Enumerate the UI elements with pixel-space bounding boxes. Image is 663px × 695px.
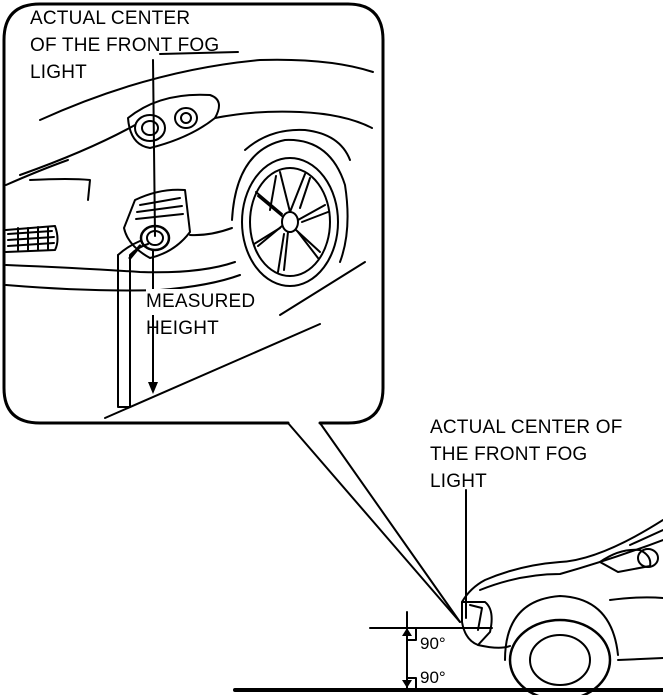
main-fog-center-label-line1: ACTUAL CENTER OF xyxy=(430,417,623,438)
main-fog-center-label-line2: THE FRONT FOG xyxy=(430,444,588,465)
main-height-dimension xyxy=(369,611,493,691)
callout-bubble xyxy=(2,2,461,623)
angle-lower-label: 90° xyxy=(419,668,447,688)
inset-measuring-pole xyxy=(104,51,366,419)
main-fog-center-label-line3: LIGHT xyxy=(430,471,487,492)
inset-car-front xyxy=(5,58,374,292)
measured-height-label-line1: MEASURED xyxy=(146,289,258,315)
inset-fog-center-label-line2: OF THE FRONT FOG xyxy=(30,35,220,56)
inset-fog-center-label-line1: ACTUAL CENTER xyxy=(30,8,191,29)
inset-fog-center-label-line3: LIGHT xyxy=(30,62,87,83)
measured-height-label-line2: HEIGHT xyxy=(146,318,219,339)
main-car-front xyxy=(461,489,663,695)
angle-upper-label: 90° xyxy=(419,634,447,654)
